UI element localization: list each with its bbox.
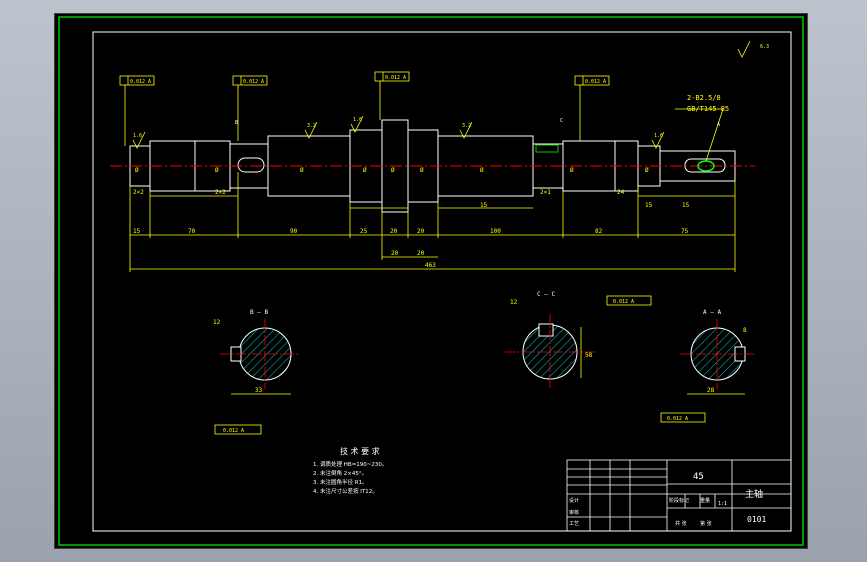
tech-req-item: 1. 调质处理 HB=190~230。 [313, 460, 387, 468]
dim-s6: 15 [480, 202, 488, 209]
dim-82: 82 [595, 228, 603, 235]
roughness-label: 6.3 [760, 44, 769, 50]
diam-label: Ø [135, 167, 139, 174]
dim-s9: 20 [417, 250, 425, 257]
dim-s5: 15 [645, 202, 653, 209]
dim-total: 463 [425, 262, 436, 269]
tech-req-item: 4. 未注尺寸公差按 IT12。 [313, 487, 378, 495]
dim-20a: 20 [390, 228, 398, 235]
diam-label: Ø [570, 167, 574, 174]
thread-note-2: GB/T145-85 [687, 105, 729, 113]
tech-requirements: 技 术 要 求 1. 调质处理 HB=190~230。 2. 未注倒角 2×45… [313, 446, 387, 495]
roughness-label: 3.2 [462, 123, 471, 129]
title-label-total: 共 张 [675, 520, 687, 527]
section-cc: C — C 58 12 0.012 A [505, 291, 652, 390]
dim-90: 90 [290, 228, 298, 235]
title-label-craft: 工艺 [569, 521, 579, 527]
section-cc-title: C — C [537, 291, 555, 298]
tol-frame-1: 0.012 A [130, 79, 151, 85]
cad-viewport[interactable]: Ø Ø Ø Ø Ø Ø Ø Ø Ø 15 70 90 25 20 2 [54, 13, 808, 549]
roughness-symbol [304, 121, 318, 139]
dim-s2: 2×2 [215, 189, 226, 196]
roughness-symbol [459, 121, 473, 139]
diam-label: Ø [215, 167, 219, 174]
dim-75: 75 [681, 228, 689, 235]
keyway-left [237, 157, 265, 173]
title-label-design: 设计 [569, 497, 579, 504]
diam-label: Ø [420, 167, 424, 174]
title-label-stage: 阶段标记 [669, 497, 689, 504]
title-material: 45 [693, 472, 704, 482]
title-label-weight: 重量 [700, 497, 710, 504]
dim-s8: 20 [391, 250, 399, 257]
dim-20b: 20 [417, 228, 425, 235]
title-drawing-no: 0101 [747, 515, 766, 524]
roughness-label: 1.6 [654, 133, 663, 139]
dim-s4: 24 [617, 189, 625, 196]
tol-frame-2: 0.012 A [243, 79, 264, 85]
roughness-label: 1.6 [353, 117, 362, 123]
dim-25: 25 [360, 228, 368, 235]
roughness-symbol [132, 131, 146, 149]
roughness-label: 3.2 [307, 123, 316, 129]
tech-req-item: 2. 未注倒角 2×45°。 [313, 469, 367, 477]
section-bb-key: 12 [213, 319, 221, 326]
cut-mark-b: B [235, 120, 238, 126]
tech-req-item: 3. 未注圆角半径 R1。 [313, 478, 368, 486]
roughness-label: 1.6 [133, 133, 142, 139]
section-aa-key: 8 [743, 327, 747, 334]
svg-text:0.012 A: 0.012 A [667, 416, 688, 422]
cut-mark-c: C [560, 118, 563, 124]
diam-label: Ø [300, 167, 304, 174]
diam-label: Ø [480, 167, 484, 174]
thread-note-1: 2-B2.5/8 [687, 94, 721, 102]
dim-s7: 15 [682, 202, 690, 209]
section-cc-width: 58 [585, 352, 593, 359]
cut-mark-a: A [717, 122, 720, 128]
tech-req-title: 技 术 要 求 [340, 446, 380, 456]
tol-frame-4: 0.012 A [585, 79, 606, 85]
section-cc-key: 12 [510, 299, 518, 306]
section-aa-width: 28 [707, 387, 715, 394]
dim-s3: 2×1 [540, 189, 551, 196]
dim-s1: 2×2 [133, 189, 144, 196]
section-bb: B — B 33 12 0.012 A [213, 309, 300, 435]
dim-15: 15 [133, 228, 141, 235]
tol-frame-3: 0.012 A [385, 75, 406, 81]
outer-frame [58, 16, 804, 546]
title-label-sheet: 第 张 [700, 520, 712, 527]
title-part-name: 主轴 [745, 488, 763, 500]
dim-100: 100 [490, 228, 501, 235]
inner-frame [92, 31, 792, 532]
roughness-symbol [651, 131, 665, 149]
svg-text:0.012 A: 0.012 A [613, 299, 634, 305]
title-block [566, 459, 792, 532]
section-bb-width: 33 [255, 387, 263, 394]
diam-label: Ø [391, 167, 395, 174]
section-bb-title: B — B [250, 309, 268, 316]
diam-label: Ø [645, 167, 649, 174]
roughness-symbol [350, 115, 364, 133]
section-aa: A — A 28 8 0.012 A [660, 309, 755, 423]
keyway-mid [535, 144, 559, 153]
dim-70: 70 [188, 228, 196, 235]
title-scale: 1:1 [718, 501, 727, 507]
drawing-canvas[interactable]: Ø Ø Ø Ø Ø Ø Ø Ø Ø 15 70 90 25 20 2 [55, 14, 807, 548]
title-label-review: 审核 [569, 509, 579, 516]
diam-label: Ø [363, 167, 367, 174]
svg-text:0.012 A: 0.012 A [223, 428, 244, 434]
section-aa-title: A — A [703, 309, 721, 316]
roughness-symbol [737, 40, 751, 58]
